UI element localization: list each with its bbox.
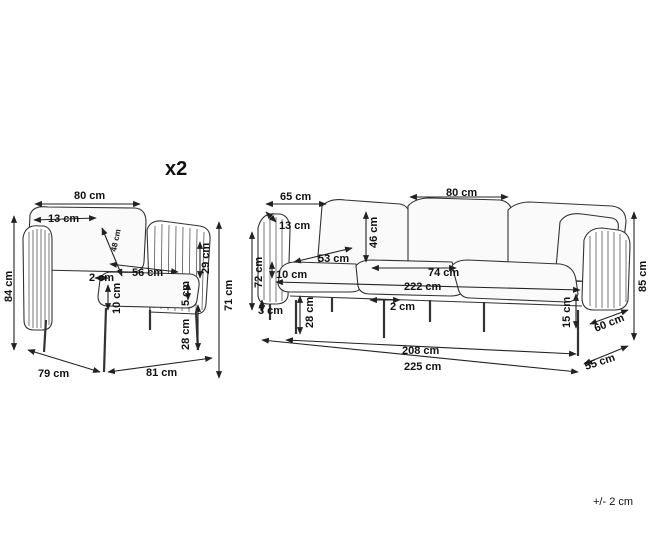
tolerance-note: +/- 2 cm bbox=[593, 496, 633, 508]
sofa-leg-gap-label: 3 cm bbox=[258, 305, 283, 317]
sofa-arm-depth-label: 60 cm bbox=[593, 312, 627, 335]
sofa-right-arm-weave bbox=[589, 231, 627, 308]
armchair-width-label: 81 cm bbox=[146, 367, 177, 379]
armchair-total-height-label: 84 cm bbox=[3, 271, 15, 302]
sofa-seat-depth-label: 53 cm bbox=[318, 253, 349, 265]
sofa-seat-cushion-width-label: 74 cm bbox=[428, 267, 459, 279]
sofa-arm-height-label: 72 cm bbox=[253, 257, 265, 288]
armchair-left-arm bbox=[22, 225, 53, 331]
sofa-arm-offset-label: 13 cm bbox=[279, 220, 310, 232]
armchair-leg bbox=[42, 319, 48, 353]
sofa-cushion-gap-label: 2 cm bbox=[390, 301, 415, 313]
armchair-seat-depth-label: 56 cm bbox=[132, 267, 163, 279]
sofa-total-height-label: 85 cm bbox=[637, 261, 649, 292]
armchair-back-height-label: 29 cm bbox=[200, 243, 212, 274]
sofa-back-cushion-width-label: 80 cm bbox=[446, 187, 477, 199]
sofa-seat-thickness-label: 10 cm bbox=[276, 269, 307, 281]
sofa-drawing: 65 cm 80 cm 13 cm 46 cm 53 cm 74 cm 10 c… bbox=[248, 187, 649, 375]
sofa-seat-height-label: 28 cm bbox=[304, 297, 316, 328]
sofa-inner-width-label: 208 cm bbox=[402, 345, 440, 357]
sofa-seat-width-label: 222 cm bbox=[404, 281, 442, 293]
sofa-total-width-label: 225 cm bbox=[404, 361, 442, 373]
armchair-seat-height-label: 28 cm bbox=[180, 319, 192, 350]
sofa-arm-inset-label: 65 cm bbox=[280, 191, 311, 203]
armchair-arm-inset-label: 13 cm bbox=[48, 213, 79, 225]
armchair-arm-gap-label: 2 cm bbox=[89, 272, 114, 284]
armchair-arm-height-label: 71 cm bbox=[223, 280, 235, 311]
sofa-seat-cushion bbox=[451, 259, 579, 303]
sofa-frame bbox=[289, 295, 583, 307]
armchair-depth-label: 79 cm bbox=[38, 368, 69, 380]
armchair-width-top-label: 80 cm bbox=[74, 190, 105, 202]
armchair-drawing: 80 cm 13 cm 48 cm 56 cm 2 cm 29 cm 10 cm… bbox=[3, 190, 235, 380]
quantity-label: x2 bbox=[165, 158, 187, 180]
sofa-right-arm bbox=[581, 227, 631, 311]
armchair-leg bbox=[102, 307, 108, 373]
sofa-back-cushion-height-label: 46 cm bbox=[368, 217, 380, 248]
sofa-depth-label: 55 cm bbox=[583, 352, 617, 373]
sofa-leg-height-label: 15 cm bbox=[561, 297, 573, 328]
armchair-seat-offset-label: 5 cm bbox=[180, 281, 192, 306]
armchair-left-arm-weave bbox=[28, 229, 50, 328]
armchair-seat-thickness-label: 10 cm bbox=[111, 283, 123, 314]
